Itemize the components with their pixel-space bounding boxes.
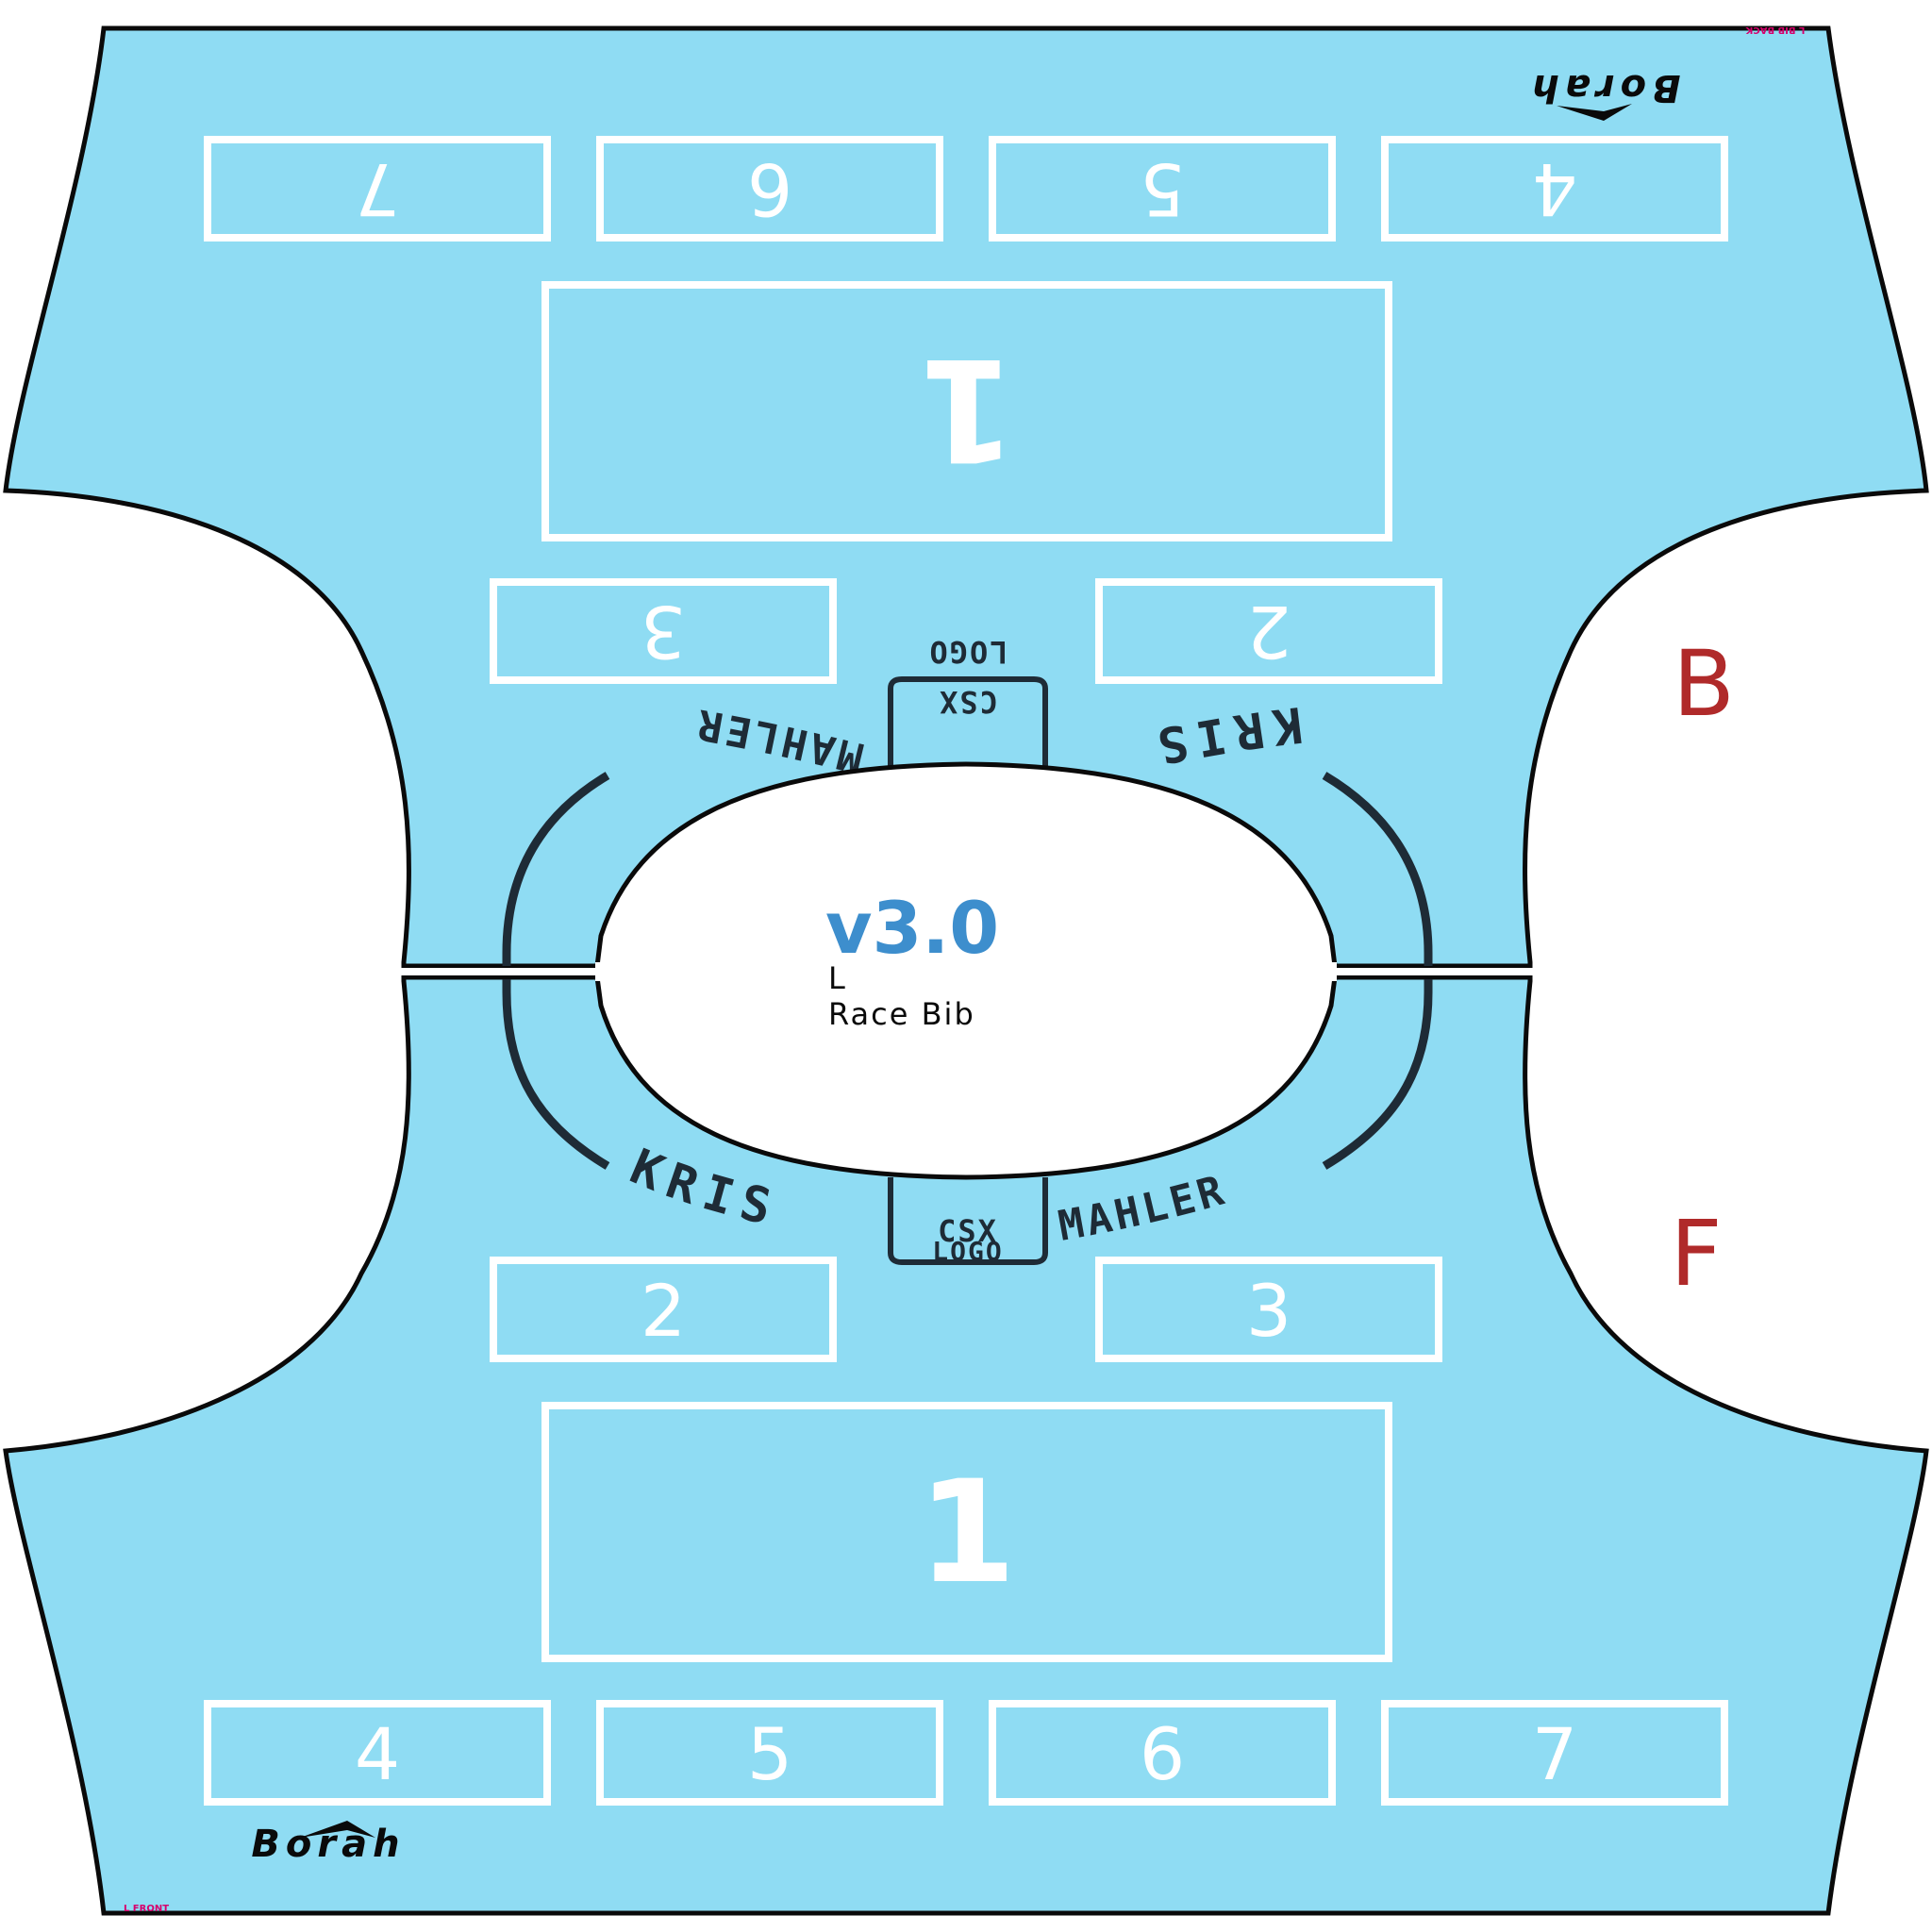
front-number-label: 6: [1140, 1712, 1185, 1796]
back-number-label: 6: [747, 147, 792, 231]
back-corner-tag: L BIB BACK: [1744, 25, 1805, 35]
front-main-number-box[interactable]: [541, 1402, 1392, 1662]
back-number-label: 7: [355, 147, 400, 231]
front-main-number: 1: [918, 1451, 1016, 1615]
back-brand-swoosh-icon: [1557, 104, 1632, 121]
front-panel-shape: [3, 974, 1929, 1916]
back-side-number-left: 3: [641, 590, 686, 674]
back-main-number: 1: [918, 326, 1016, 491]
back-top-row: 7 6 5 4: [204, 136, 1728, 242]
bib-front-panel: 2 3 1 4 5 6 7 CSX LOGO KRIS MAHLER Borah: [3, 974, 1929, 1916]
neck-ring-outer: [502, 772, 1433, 1170]
bib-back-panel: 7 6 5 4 1 3 2 CSX LOGO KRIS MAHLER Borah…: [3, 25, 1929, 969]
back-side-number-right: 2: [1246, 590, 1291, 674]
ring-arc-back-left: [502, 772, 610, 966]
front-number-label: 7: [1532, 1712, 1577, 1796]
front-number-box[interactable]: [989, 1700, 1336, 1806]
ring-arc-front-left: [502, 979, 610, 1170]
size-label: L: [828, 960, 845, 996]
back-logo-box-shape: [888, 676, 1048, 766]
front-number-box[interactable]: [1381, 1700, 1728, 1806]
front-side-number-right: 3: [1246, 1269, 1291, 1353]
front-number-label: 4: [355, 1712, 400, 1796]
front-number-box[interactable]: [204, 1700, 551, 1806]
back-logo-text-2: LOGO: [927, 634, 1008, 670]
front-bottom-row: 4 5 6 7: [204, 1700, 1728, 1806]
front-number-box[interactable]: [596, 1700, 943, 1806]
back-number-box[interactable]: [596, 136, 943, 242]
front-logo-text-2: LOGO: [932, 1236, 1003, 1267]
front-number-label: 5: [747, 1712, 792, 1796]
neck-opening-front: [594, 974, 1338, 1180]
back-number-label: 5: [1140, 147, 1185, 231]
front-logo-box-shape: [888, 1177, 1048, 1265]
back-side-number-box-left[interactable]: [490, 578, 837, 684]
front-brand-logo: Borah: [251, 1821, 400, 1866]
version-label: v3.0: [825, 886, 999, 970]
front-logo-box[interactable]: CSX LOGO: [888, 1177, 1048, 1267]
back-number-label: 4: [1532, 147, 1577, 231]
front-side-number-box-left[interactable]: [490, 1257, 837, 1362]
back-number-box[interactable]: [989, 136, 1336, 242]
front-brand-swoosh-icon: [300, 1821, 375, 1838]
ring-arc-back-right: [1322, 772, 1433, 966]
back-panel-shape: [3, 25, 1929, 969]
center-seam-gap: [396, 968, 1538, 975]
back-main-number-box[interactable]: [541, 281, 1392, 541]
front-side-number-left: 2: [641, 1269, 686, 1353]
front-corner-tag: L FRONT: [124, 1904, 169, 1914]
back-logo-box[interactable]: CSX LOGO: [888, 634, 1048, 766]
back-number-box[interactable]: [204, 136, 551, 242]
side-mark-front: F: [1670, 1201, 1722, 1307]
front-logo-text-1: CSX: [938, 1213, 998, 1249]
back-number-box[interactable]: [1381, 136, 1728, 242]
product-label: Race Bib: [828, 996, 975, 1032]
ring-arc-front-right: [1322, 979, 1433, 1170]
back-logo-text-1: CSX: [938, 684, 998, 720]
back-side-number-box-right[interactable]: [1095, 578, 1442, 684]
back-brand-logo-text: Borah: [1526, 66, 1680, 109]
back-brand-logo: Borah: [1526, 66, 1680, 109]
neck-opening: [594, 761, 1338, 969]
front-side-number-box-right[interactable]: [1095, 1257, 1442, 1362]
side-mark-back: B: [1673, 631, 1735, 737]
